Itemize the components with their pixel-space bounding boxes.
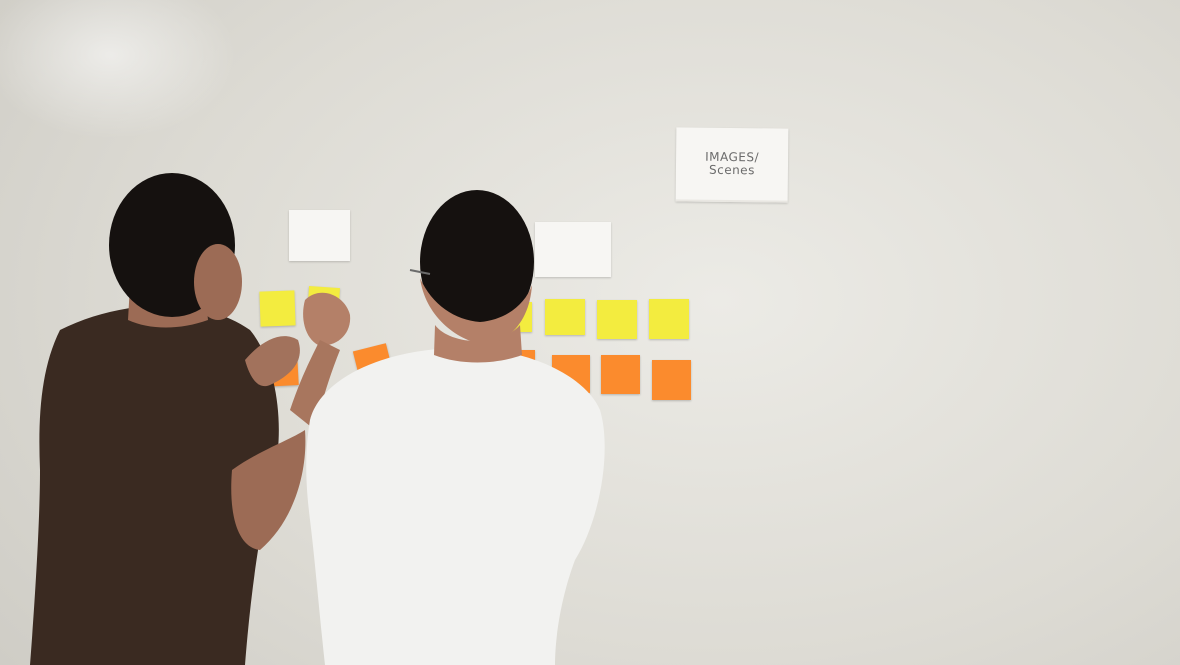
person-left-hand bbox=[245, 336, 300, 387]
paper-sign-middle bbox=[535, 222, 611, 277]
sticky-note-yellow bbox=[597, 300, 637, 339]
person-left-forearm bbox=[231, 430, 306, 550]
person-right-arm bbox=[290, 340, 340, 430]
glasses-icon bbox=[409, 269, 431, 275]
sticky-note-yellow bbox=[649, 299, 689, 339]
sticky-note-orange bbox=[652, 360, 691, 400]
person-left bbox=[30, 173, 306, 665]
person-left-face bbox=[194, 244, 242, 320]
person-right-neck bbox=[434, 325, 522, 363]
person-left-shirt bbox=[30, 305, 279, 665]
person-right bbox=[290, 190, 605, 665]
paper-sign-left bbox=[289, 210, 350, 261]
sticky-note-yellow bbox=[545, 299, 585, 335]
person-right-hand bbox=[303, 292, 351, 346]
sticky-note-orange bbox=[601, 355, 640, 394]
person-right-head bbox=[420, 190, 534, 334]
person-right-face bbox=[420, 278, 532, 345]
person-right-shirt bbox=[306, 347, 605, 665]
